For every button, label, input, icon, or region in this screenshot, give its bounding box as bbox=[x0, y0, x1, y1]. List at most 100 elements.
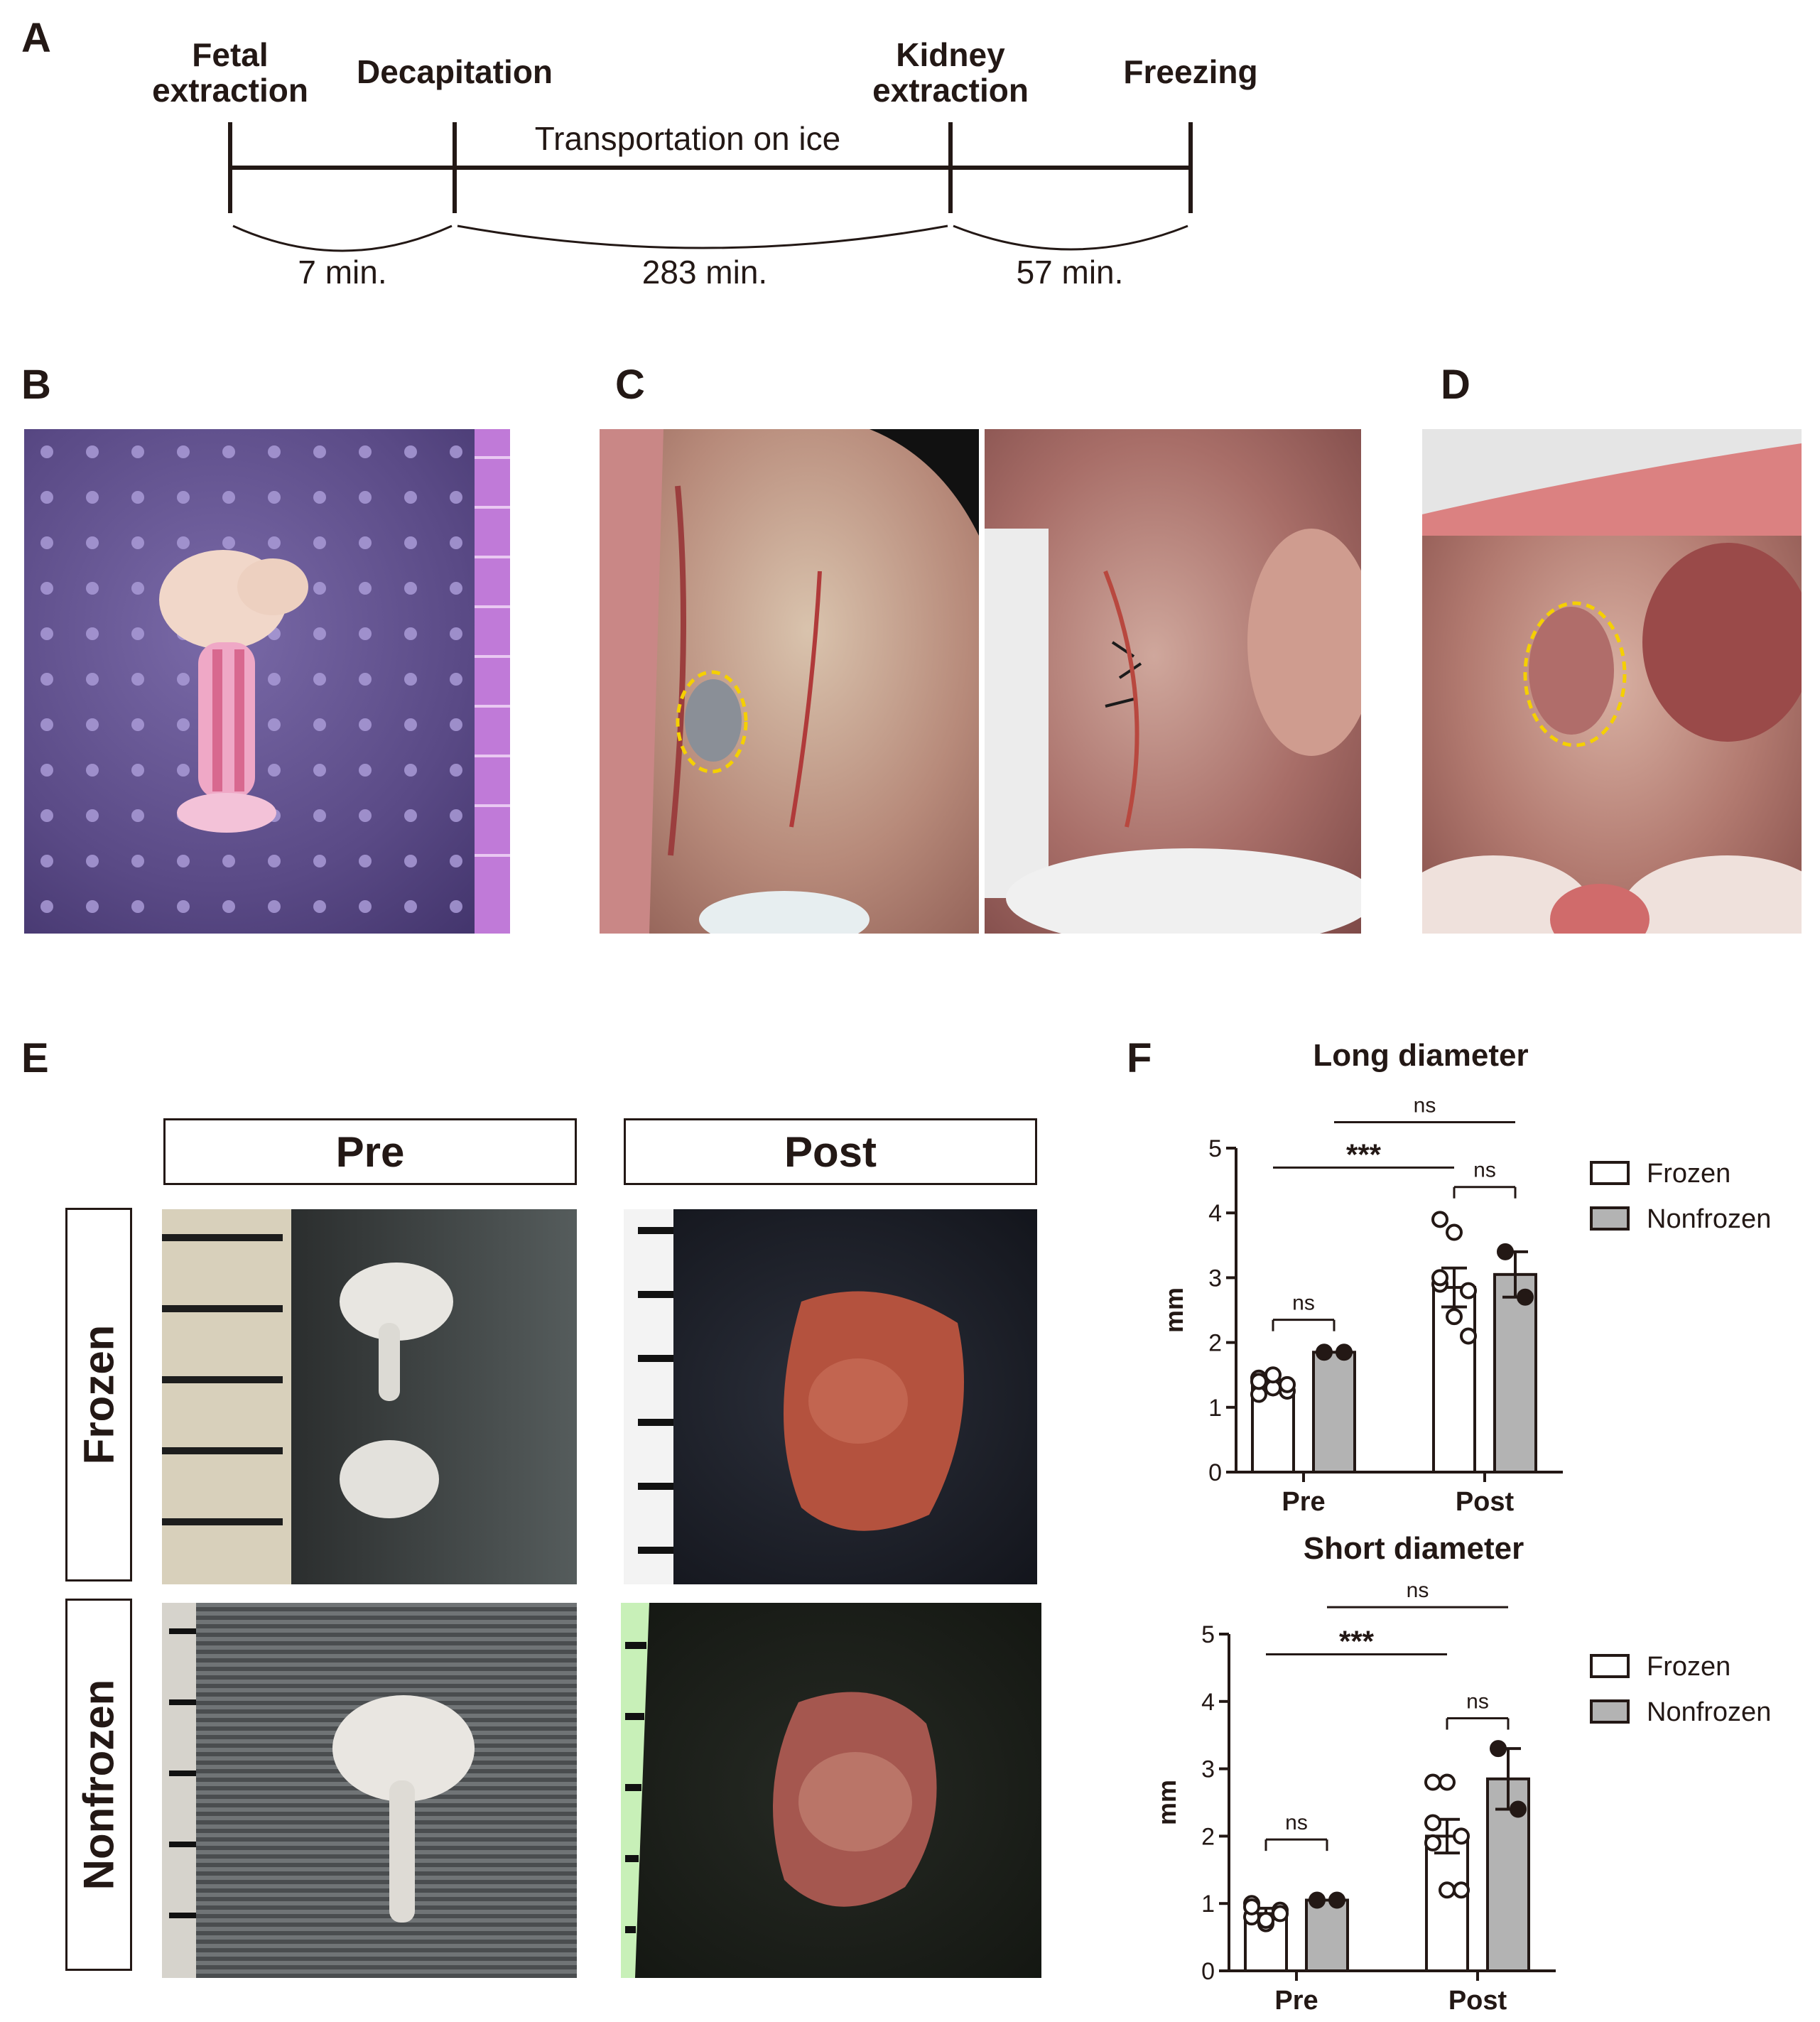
photo-e-frozen-post-drawing bbox=[624, 1209, 964, 1584]
significance-label: ns bbox=[1292, 1292, 1315, 1315]
row-header-frozen-text: Frozen bbox=[75, 1324, 123, 1465]
panel-label-b: B bbox=[21, 362, 51, 408]
y-tick-label: 3 bbox=[1208, 1265, 1222, 1292]
data-point-nonfrozen bbox=[1517, 1288, 1534, 1306]
photo-transplant-site-right bbox=[985, 429, 1361, 934]
legend-label-frozen: Frozen bbox=[1647, 1159, 1730, 1189]
y-tick-label: 0 bbox=[1208, 1459, 1222, 1486]
legend-label-nonfrozen: Nonfrozen bbox=[1647, 1204, 1771, 1234]
duration-2: 283 min. bbox=[641, 254, 768, 291]
event-kidney-extraction: Kidney extraction bbox=[872, 37, 1029, 108]
bar-nonfrozen bbox=[1493, 1272, 1537, 1474]
duration-3: 57 min. bbox=[1016, 254, 1124, 291]
row-header-nonfrozen: Nonfrozen bbox=[65, 1599, 132, 1971]
y-tick-label: 1 bbox=[1208, 1395, 1222, 1422]
legend-swatch-nonfrozen bbox=[1590, 1699, 1630, 1724]
panel-label-a: A bbox=[21, 15, 51, 61]
legend-swatch-nonfrozen bbox=[1590, 1206, 1630, 1231]
duration-1: 7 min. bbox=[298, 254, 387, 291]
y-tick-label: 2 bbox=[1208, 1330, 1222, 1357]
data-point-nonfrozen bbox=[1328, 1891, 1345, 1909]
photo-c-left-drawing bbox=[600, 429, 979, 934]
photo-e-nonfrozen-post-drawing bbox=[621, 1603, 937, 1978]
significance-label: ns bbox=[1407, 1579, 1429, 1602]
event-label-line: Freezing bbox=[1123, 53, 1258, 90]
data-point-nonfrozen bbox=[1497, 1243, 1514, 1260]
y-axis-label: mm bbox=[1159, 1287, 1188, 1333]
legend-label-nonfrozen: Nonfrozen bbox=[1647, 1697, 1771, 1727]
y-tick-label: 0 bbox=[1201, 1958, 1215, 1985]
photo-e-nonfrozen-pre-drawing bbox=[162, 1603, 475, 1978]
bar-nonfrozen bbox=[1312, 1351, 1356, 1474]
data-point-frozen bbox=[1279, 1375, 1296, 1393]
significance-label: *** bbox=[1346, 1137, 1382, 1171]
event-label-line: Kidney bbox=[896, 36, 1005, 73]
panel-label-c: C bbox=[615, 362, 645, 408]
significance-label: ns bbox=[1285, 1811, 1308, 1834]
x-tick-label: Pre bbox=[1282, 1487, 1325, 1517]
y-tick-label: 4 bbox=[1201, 1689, 1215, 1716]
photo-frozen-post bbox=[624, 1209, 1037, 1584]
data-point-frozen bbox=[1424, 1773, 1441, 1791]
event-fetal-extraction: Fetal extraction bbox=[152, 37, 308, 108]
event-label-line: Decapitation bbox=[356, 53, 553, 90]
y-tick-label: 3 bbox=[1201, 1756, 1215, 1783]
transport-label: Transportation on ice bbox=[534, 120, 841, 157]
row-header-nonfrozen-text: Nonfrozen bbox=[75, 1679, 123, 1891]
panel-label-d: D bbox=[1441, 362, 1470, 408]
data-point-frozen bbox=[1424, 1834, 1441, 1851]
photo-c-right-drawing bbox=[985, 529, 1361, 934]
photo-nonfrozen-pre bbox=[162, 1603, 577, 1978]
data-point-frozen bbox=[1446, 1223, 1463, 1241]
photo-e-frozen-pre-drawing bbox=[162, 1234, 453, 1525]
photo-nonfrozen-post bbox=[621, 1603, 1041, 1978]
y-tick-label: 5 bbox=[1208, 1135, 1222, 1162]
chart-title: Short diameter bbox=[1304, 1531, 1524, 1566]
x-tick-label: Post bbox=[1448, 1986, 1507, 2016]
photo-transplant-site-left bbox=[600, 429, 979, 934]
y-tick-label: 2 bbox=[1201, 1823, 1215, 1850]
panel-label-f: F bbox=[1127, 1035, 1152, 1081]
data-point-frozen bbox=[1460, 1282, 1477, 1299]
photo-fetal-kidney-dish bbox=[24, 429, 510, 934]
bar-nonfrozen bbox=[1305, 1898, 1349, 1973]
photo-d-drawing bbox=[1422, 429, 1802, 934]
column-header-pre: Pre bbox=[163, 1118, 577, 1185]
photo-b-drawing bbox=[24, 429, 510, 934]
data-point-frozen bbox=[1439, 1773, 1456, 1791]
chart-title: Long diameter bbox=[1313, 1038, 1528, 1073]
y-tick-label: 5 bbox=[1201, 1621, 1215, 1648]
data-point-nonfrozen bbox=[1309, 1891, 1326, 1909]
column-header-post: Post bbox=[624, 1118, 1037, 1185]
y-tick-label: 4 bbox=[1208, 1200, 1222, 1227]
data-point-nonfrozen bbox=[1510, 1800, 1527, 1818]
data-point-frozen bbox=[1264, 1366, 1282, 1384]
significance-label: *** bbox=[1339, 1624, 1375, 1658]
row-header-frozen: Frozen bbox=[65, 1208, 132, 1582]
data-point-frozen bbox=[1453, 1827, 1470, 1845]
data-point-frozen bbox=[1424, 1814, 1441, 1832]
significance-label: ns bbox=[1414, 1094, 1436, 1118]
data-point-frozen bbox=[1257, 1911, 1274, 1929]
bar-frozen bbox=[1425, 1834, 1469, 1972]
x-tick-label: Pre bbox=[1274, 1986, 1318, 2016]
legend-swatch-frozen bbox=[1590, 1161, 1630, 1185]
data-point-frozen bbox=[1431, 1211, 1448, 1228]
event-label-line: extraction bbox=[872, 72, 1029, 109]
significance-label: ns bbox=[1466, 1690, 1489, 1714]
significance-label: ns bbox=[1473, 1159, 1496, 1182]
event-decapitation: Decapitation bbox=[357, 54, 553, 90]
data-point-nonfrozen bbox=[1490, 1740, 1507, 1758]
data-point-frozen bbox=[1453, 1881, 1470, 1899]
data-point-frozen bbox=[1243, 1898, 1260, 1915]
legend-swatch-frozen bbox=[1590, 1654, 1630, 1678]
data-point-frozen bbox=[1460, 1327, 1477, 1345]
photo-frozen-pre bbox=[162, 1209, 577, 1584]
legend-label-frozen: Frozen bbox=[1647, 1652, 1730, 1682]
x-tick-label: Post bbox=[1456, 1487, 1515, 1517]
panel-label-e: E bbox=[21, 1035, 49, 1081]
data-point-nonfrozen bbox=[1336, 1344, 1353, 1361]
event-label-line: Fetal bbox=[192, 36, 269, 73]
